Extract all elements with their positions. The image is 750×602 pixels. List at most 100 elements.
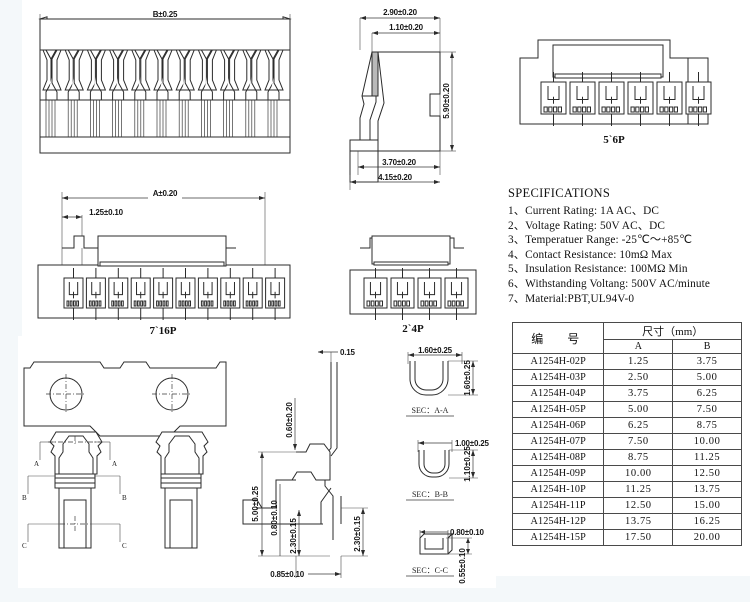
specifications-list: 1、Current Rating: 1A AC、DC 2、Voltage Rat…: [508, 204, 750, 306]
specifications-title: SPECIFICATIONS: [508, 186, 611, 200]
dim-290: 2.90±0.20: [383, 8, 417, 17]
housing-side-section: 2.90±0.20 1.10±0.20 5.90±0.20: [349, 8, 456, 190]
cell-dim-b: 20.00: [672, 529, 742, 546]
dim-125: 1.25±0.10: [89, 208, 123, 217]
caption-5-6p: 5`6P: [603, 134, 625, 146]
spec-item: 4、Contact Resistance: 10mΩ Max: [508, 248, 673, 261]
caption-sec-a: SEC：A-A: [412, 406, 449, 415]
spec-item: 7、Material:PBT,UL94V-0: [508, 292, 635, 305]
dim-sec-a-w: 1.60±0.25: [418, 346, 452, 355]
dim-a-tol: A±0.20: [153, 189, 178, 198]
section-c-c: 0.80±0.10 0.55±0.10 SEC：C-C: [406, 528, 485, 584]
section-mark-b-right: B: [122, 494, 127, 502]
cell-part-number: A1254H-12P: [511, 513, 605, 530]
cell-dim-b: 10.00: [672, 433, 742, 450]
cell-part-number: A1254H-04P: [511, 385, 605, 402]
cell-dim-b: 5.00: [672, 369, 742, 386]
housing-front-2-4p: 2`4P: [349, 235, 477, 335]
subheader-b: B: [672, 339, 742, 354]
cell-dim-a: 7.50: [603, 433, 674, 450]
dim-080: 0.80±0.10: [270, 500, 279, 536]
dim-sec-b-w: 1.00±0.25: [455, 439, 489, 448]
section-mark-b-left: B: [22, 494, 27, 502]
dim-415: 4.15±0.20: [378, 173, 412, 182]
dim-sec-c-h: 0.55±0.10: [458, 548, 467, 584]
spec-item: 2、Voltage Rating: 50V AC、DC: [508, 219, 665, 232]
dim-500: 5.00±0.25: [251, 486, 260, 522]
housing-front-5-6p: 5`6P: [519, 39, 712, 146]
cell-dim-b: 16.25: [672, 513, 742, 530]
cell-dim-b: 15.00: [672, 497, 742, 514]
cell-dim-a: 13.75: [603, 513, 674, 530]
cell-part-number: A1254H-05P: [511, 401, 605, 418]
cell-part-number: A1254H-11P: [511, 497, 605, 514]
subheader-a: A: [603, 339, 674, 354]
cell-part-number: A1254H-03P: [511, 369, 605, 386]
dim-sec-b-h: 1.10±0.25: [463, 446, 472, 482]
caption-2-4p: 2`4P: [402, 323, 424, 335]
table-subheader-row: A B: [513, 339, 742, 354]
dim-sec-c-w: 0.80±0.10: [450, 528, 484, 537]
cell-part-number: A1254H-09P: [511, 465, 605, 482]
section-a-a: 1.60±0.25 1.60±0.25 SEC：A-A: [406, 346, 478, 417]
cell-dim-a: 11.25: [603, 481, 674, 498]
dim-230-right: 2.30±0.15: [353, 516, 362, 552]
cell-dim-b: 8.75: [672, 417, 742, 434]
cell-dim-a: 2.50: [603, 369, 674, 386]
section-mark-a-left: A: [34, 460, 39, 468]
cell-part-number: A1254H-10P: [511, 481, 605, 498]
cell-part-number: A1254H-08P: [511, 449, 605, 466]
cell-part-number: A1254H-15P: [511, 529, 605, 546]
dimension-table-head: 编 号 尺寸（mm） A B: [511, 322, 742, 354]
dim-b-tol: B±0.25: [153, 10, 178, 19]
specifications-block: SPECIFICATIONS 1、Current Rating: 1A AC、D…: [508, 186, 750, 306]
section-mark-c-left: C: [22, 542, 27, 550]
cell-part-number: A1254H-02P: [511, 353, 605, 370]
header-part-number: 编 号: [511, 322, 605, 354]
terminal-side-profile: 0.15 0.60±0.20 5.00±0.25 0.80±0.10: [242, 348, 368, 579]
housing-front-7-16p: A±0.20 1.25±0.10 7`16P: [37, 189, 291, 337]
section-mark-c-right: C: [122, 542, 127, 550]
cell-part-number: A1254H-06P: [511, 417, 605, 434]
dim-060: 0.60±0.20: [285, 402, 294, 438]
cell-dim-a: 3.75: [603, 385, 674, 402]
terminal-carrier-strip: A A B B C C: [22, 361, 227, 550]
caption-sec-b: SEC：B-B: [412, 490, 448, 499]
cell-dim-a: 5.00: [603, 401, 674, 418]
dim-085: 0.85±0.10: [270, 570, 304, 579]
header-dimension: 尺寸（mm）: [603, 322, 742, 340]
cell-dim-a: 6.25: [603, 417, 674, 434]
cell-dim-a: 1.25: [603, 353, 674, 370]
caption-7-16p: 7`16P: [150, 325, 177, 337]
cell-dim-a: 17.50: [603, 529, 674, 546]
dim-sec-a-h: 1.60±0.25: [463, 360, 472, 396]
cell-part-number: A1254H-07P: [511, 433, 605, 450]
spec-item: 1、Current Rating: 1A AC、DC: [508, 205, 660, 217]
dim-110: 1.10±0.20: [389, 23, 423, 32]
dim-370: 3.70±0.20: [382, 158, 416, 167]
spec-item: 3、Temperatuer Range: -25℃～+85℃: [508, 234, 692, 247]
housing-top-view: B±0.25: [38, 10, 292, 154]
cell-dim-b: 11.25: [672, 449, 742, 466]
dim-230-left: 2.30±0.15: [289, 518, 298, 554]
caption-sec-c: SEC：C-C: [412, 566, 448, 575]
cell-dim-a: 8.75: [603, 449, 674, 466]
cell-dim-b: 6.25: [672, 385, 742, 402]
cell-dim-a: 12.50: [603, 497, 674, 514]
spec-item: 5、Insulation Resistance: 100MΩ Min: [508, 263, 688, 276]
